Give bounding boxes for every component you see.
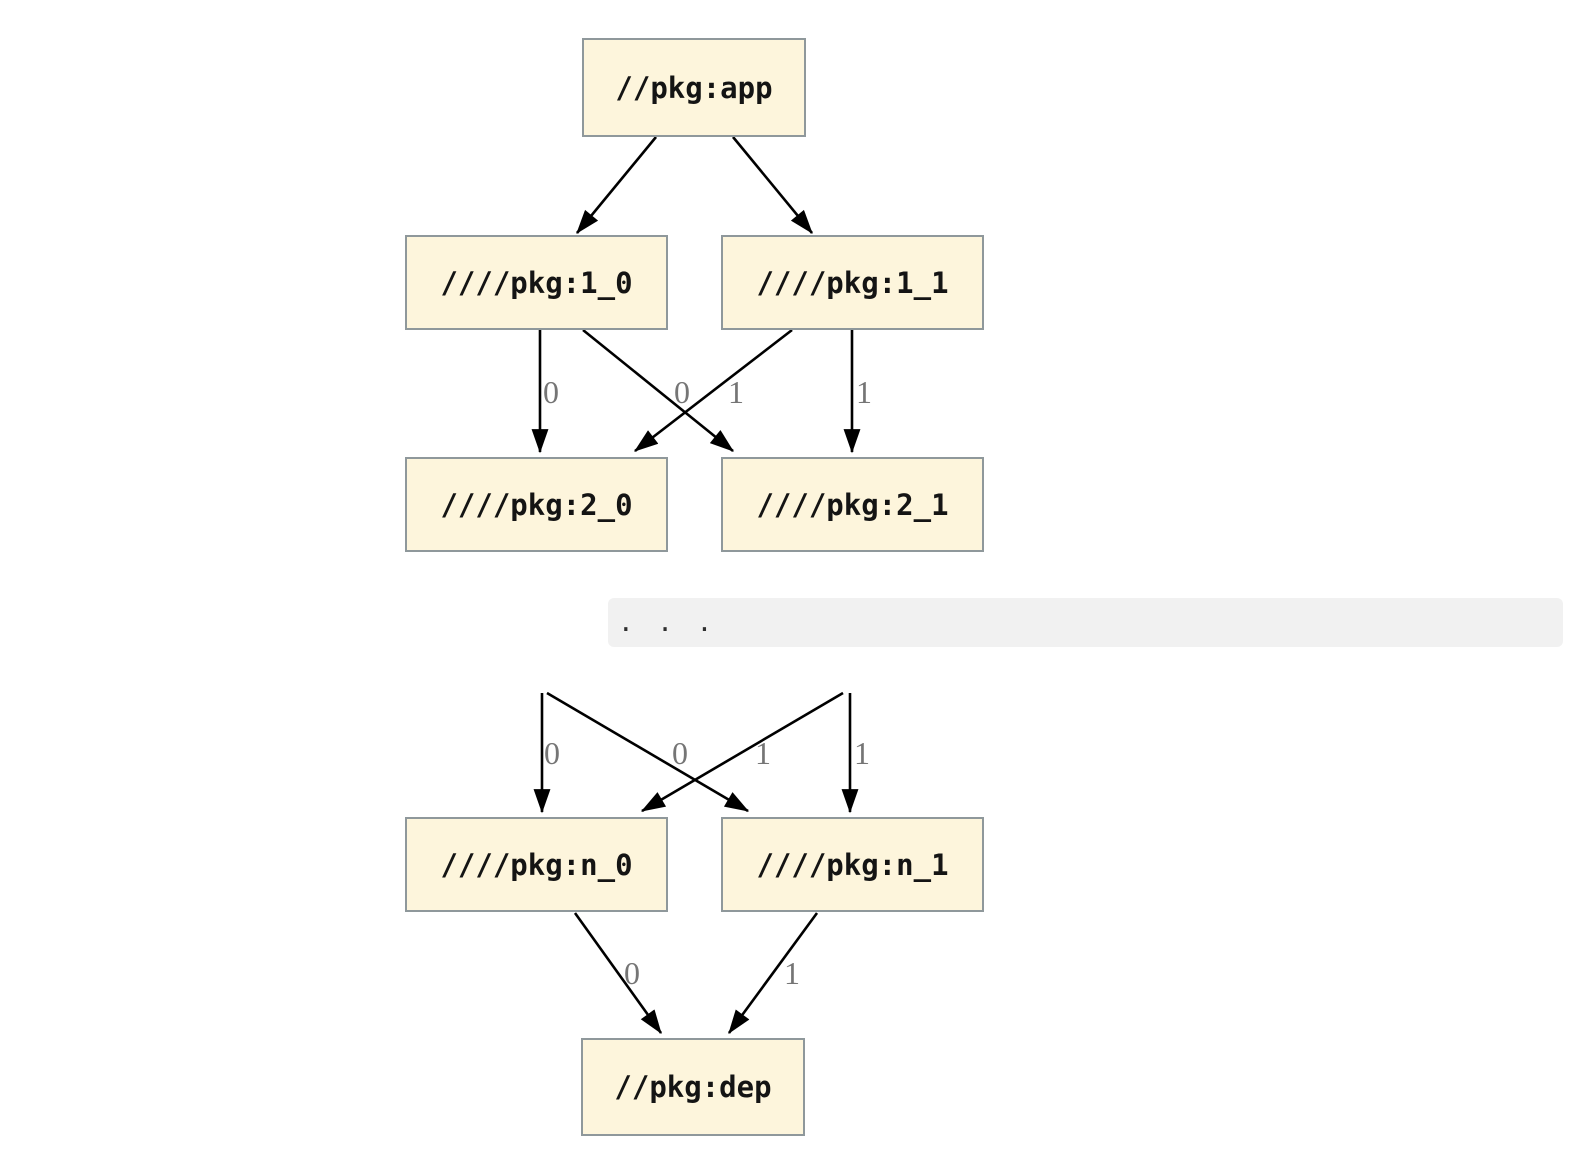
edge-app-1_0 (575, 136, 658, 234)
edge-n_1-dep (727, 912, 819, 1034)
edge-label: 0 (672, 735, 688, 771)
edge-label: 0 (674, 374, 690, 410)
edge-prev-n_1-cross (546, 691, 750, 813)
ellipsis-band: . . . (608, 598, 1563, 647)
edge-label: 0 (543, 374, 559, 410)
edge-label: 1 (854, 735, 870, 771)
edge-1_1-2_0 (634, 328, 793, 453)
node-1_0: ////pkg:1_0 (405, 235, 668, 330)
edge-label: 0 (624, 955, 640, 991)
node-2_1: ////pkg:2_1 (721, 457, 984, 552)
node-2_0: ////pkg:2_0 (405, 457, 668, 552)
edge-label: 1 (755, 735, 771, 771)
node-n_1: ////pkg:n_1 (721, 817, 984, 912)
edge-label: 1 (784, 955, 800, 991)
ellipsis-text: . . . (618, 608, 713, 638)
edge-label: 1 (728, 374, 744, 410)
node-label: //pkg:app (615, 70, 773, 105)
node-label: ////pkg:2_0 (440, 487, 633, 522)
node-label: ////pkg:1_1 (756, 265, 949, 300)
node-app: //pkg:app (582, 38, 806, 137)
edge-app-1_1 (731, 136, 814, 234)
node-label: ////pkg:n_0 (440, 847, 633, 882)
node-n_0: ////pkg:n_0 (405, 817, 668, 912)
edge-n_0-dep (573, 912, 663, 1034)
node-label: ////pkg:2_1 (756, 487, 949, 522)
node-label: ////pkg:n_1 (756, 847, 949, 882)
node-dep: //pkg:dep (581, 1038, 805, 1136)
edge-label: 1 (856, 374, 872, 410)
edge-prev-n_0-cross (640, 691, 844, 813)
node-label: ////pkg:1_0 (440, 265, 633, 300)
edge-label: 0 (544, 735, 560, 771)
node-label: //pkg:dep (614, 1070, 772, 1104)
node-1_1: ////pkg:1_1 (721, 235, 984, 330)
edge-1_0-2_1 (582, 328, 734, 453)
